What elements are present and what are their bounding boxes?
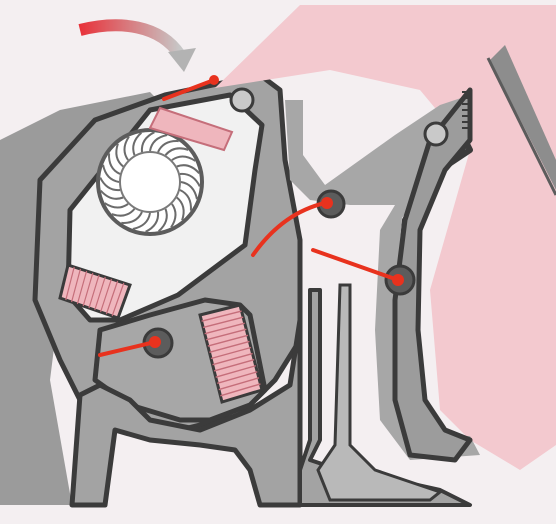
recirculation-pivot <box>231 89 253 111</box>
blower-fan <box>98 130 202 234</box>
airflow-arrow <box>80 25 196 72</box>
defrost-pivot-circle <box>425 123 447 145</box>
defrost-grille <box>462 92 472 128</box>
